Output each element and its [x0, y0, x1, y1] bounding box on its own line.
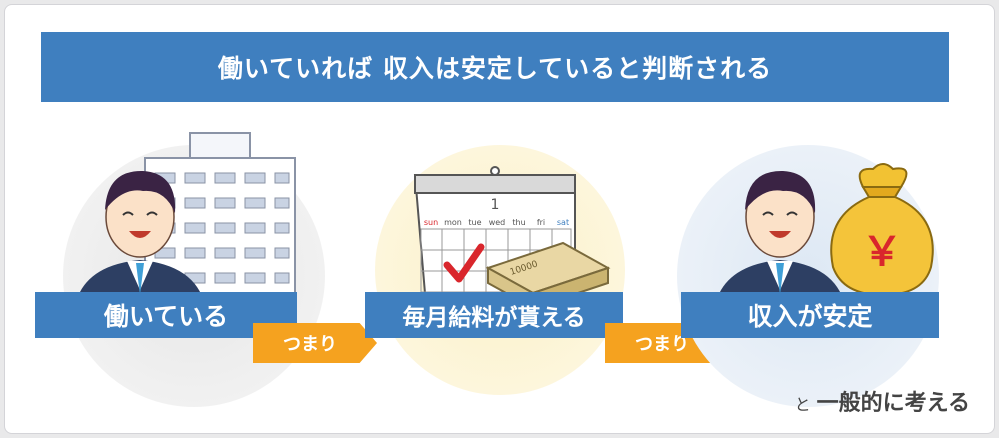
infographic-frame: 働いていれば 収入は安定していると判断される	[4, 4, 995, 434]
step-stable-label: 収入が安定	[681, 292, 939, 338]
footer-particle: と	[794, 395, 811, 414]
calendar-day-wed: wed	[489, 218, 506, 227]
connector-arrow-1: つまり	[253, 323, 377, 363]
headline-banner: 働いていれば 収入は安定していると判断される	[41, 32, 949, 102]
calendar-day-fri: fri	[537, 218, 545, 227]
calendar-day-tue: tue	[468, 218, 481, 227]
banknote-stack-icon: 10000	[485, 241, 611, 310]
headline-text: 働いていれば 収入は安定していると判断される	[217, 54, 773, 83]
calendar-day-mon: mon	[444, 218, 462, 227]
businessman-avatar-2	[715, 170, 845, 305]
yen-symbol: ￥	[862, 229, 902, 275]
calendar-month: 1	[491, 197, 500, 213]
businessman-avatar	[75, 170, 205, 305]
footer-text: 一般的に考える	[816, 391, 970, 416]
calendar-day-sun: sun	[424, 218, 438, 227]
step-salary-label: 毎月給料が貰える	[365, 292, 623, 338]
step-working-label: 働いている	[35, 292, 297, 338]
calendar-day-sat: sat	[557, 218, 569, 227]
footer-caption: と一般的に考える	[795, 385, 970, 417]
checkmark-icon	[443, 243, 485, 283]
money-bag-icon: ￥	[830, 163, 934, 297]
calendar-day-thu: thu	[512, 218, 525, 227]
